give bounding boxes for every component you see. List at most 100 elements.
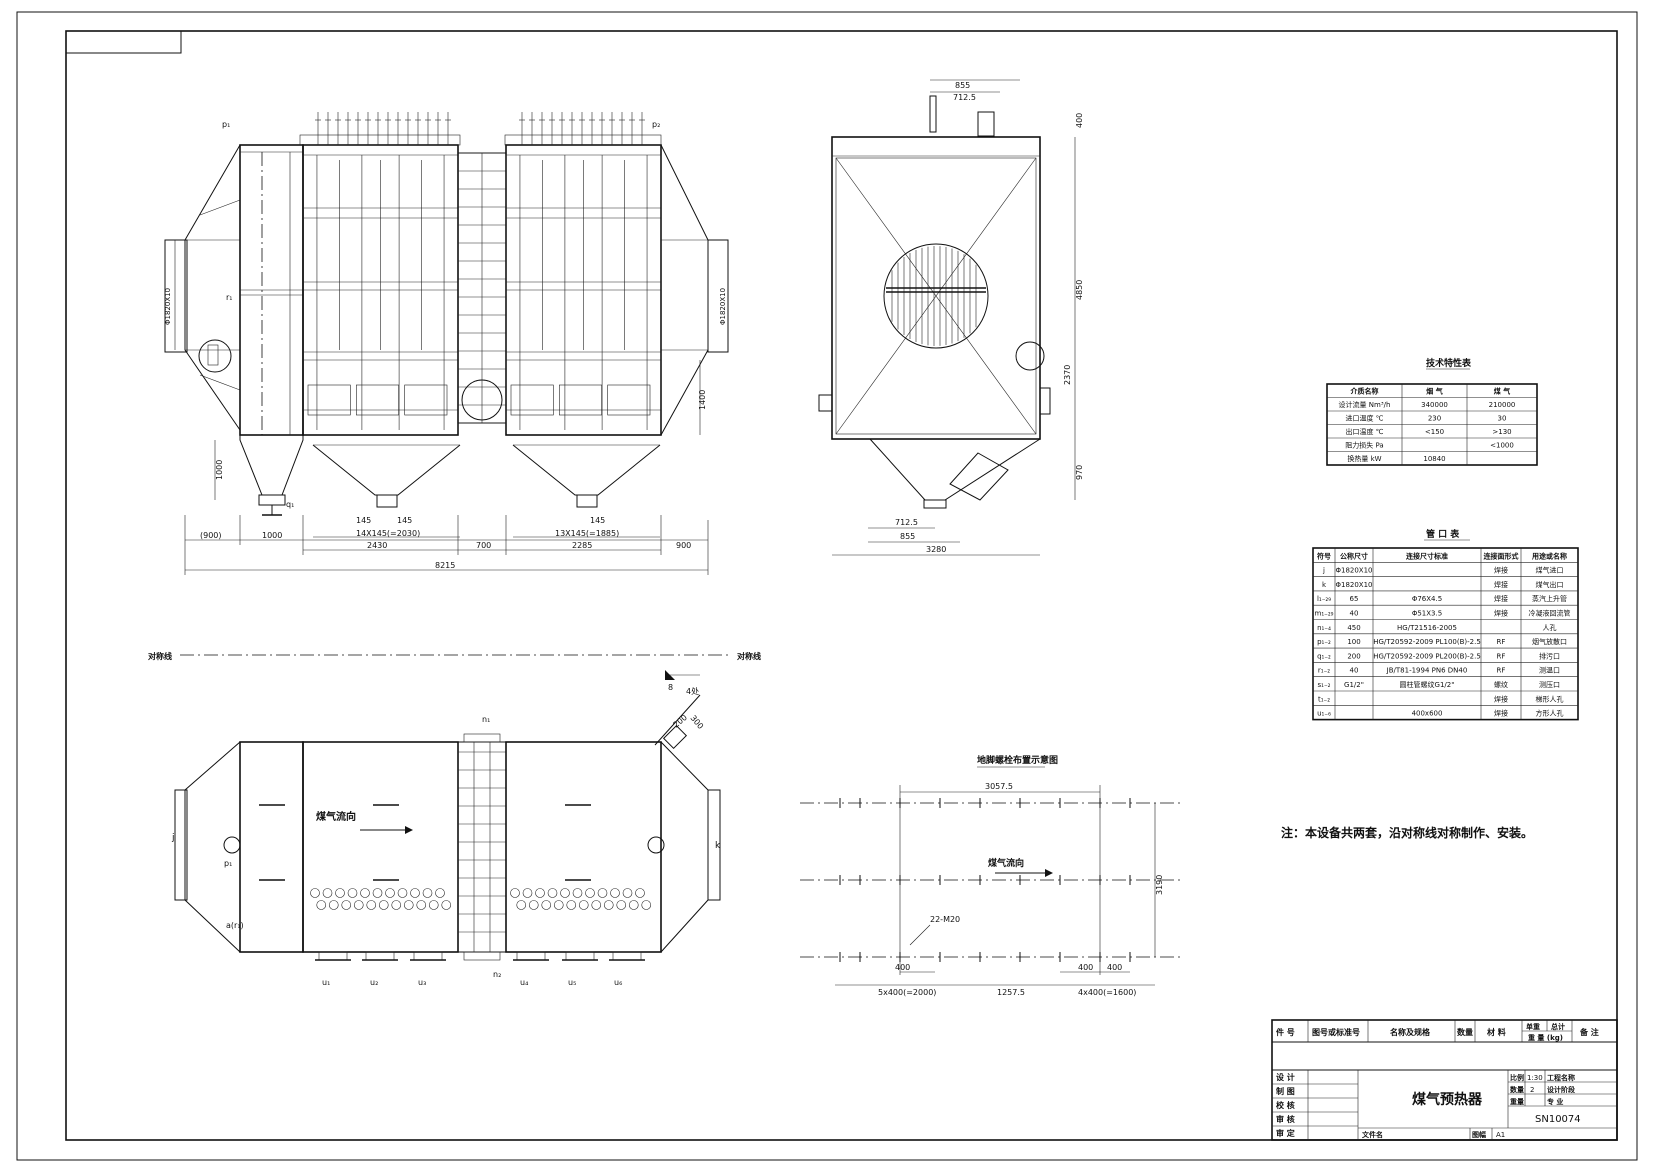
side-dim-855-top: 855 [955, 81, 970, 90]
header-box [307, 384, 351, 416]
nozzle-circle [572, 888, 583, 898]
anchor-400c: 400 [1107, 963, 1122, 972]
nozzle-cell: m₁₋₂₉ [1315, 609, 1334, 617]
nozzle-circle [435, 888, 445, 898]
nozzle-circle [522, 888, 533, 898]
nozzle-title: 管 口 表 [1426, 528, 1460, 540]
nozzle-cell: Φ1820X10 [1335, 567, 1372, 575]
tech-cell: 煤 气 [1494, 387, 1510, 396]
side-dim-400: 400 [1075, 113, 1084, 128]
symline-right: 对称线 [737, 651, 761, 661]
dim-middle: 700 [476, 541, 491, 550]
tb-role-0: 设 计 [1276, 1072, 1295, 1082]
nozzle-circle [366, 900, 377, 910]
nozzle-cell: 测压口 [1539, 681, 1560, 689]
weld-8: 8 [668, 683, 673, 692]
tb-scale-label: 比例 [1510, 1073, 1524, 1082]
right-outlet-flange [707, 239, 729, 353]
nozzle-circle [566, 900, 577, 910]
tb-hdr-3: 数量 [1457, 1027, 1473, 1037]
header-box [559, 384, 602, 416]
nozzle-cell: HG/T20592-2009 PL100(B)-2.5 [1373, 638, 1481, 646]
nozzle-circle [322, 888, 333, 898]
middle-bottom-flange [463, 951, 501, 961]
tech-cell: >130 [1492, 428, 1511, 436]
tb-weight-label: 重量 [1510, 1097, 1524, 1106]
tech-cell: 阻力损失 Pa [1345, 441, 1383, 450]
side-hatch [949, 452, 1009, 501]
nozzle-circle [310, 888, 320, 898]
tb-hdr-8: 备 注 [1579, 1027, 1599, 1037]
nozzle-circle [441, 900, 452, 910]
label-u5: u₅ [568, 978, 576, 987]
label-u6: u₆ [614, 978, 622, 987]
dim-pitch-c: 145 [590, 516, 605, 525]
nozzle-cell: 梯形人孔 [1536, 694, 1564, 703]
nozzle-circle [528, 900, 539, 910]
nozzle-circle [316, 900, 327, 910]
label-u2: u₂ [370, 978, 378, 987]
dim-height-cone: 1000 [215, 460, 224, 480]
inner-border [65, 30, 1618, 1141]
nozzle-circle [597, 888, 608, 898]
tech-cell: <1000 [1490, 442, 1514, 450]
weld-200: 200 [672, 713, 689, 730]
nozzle-circle [547, 888, 558, 898]
nozzle-circle [610, 888, 620, 898]
title-block: 件 号 图号或标准号 名称及规格 数量 材 料 单重 总计 重 量 (kg) 备… [1271, 1019, 1618, 1141]
nozzle-circle [635, 888, 645, 898]
anchor-12575: 1257.5 [997, 988, 1025, 997]
tech-cell: 介质名称 [1350, 387, 1379, 396]
dim-left-dia: Φ1820X10 [164, 288, 172, 325]
nozzle-cell: s₁₋₂ [1318, 681, 1331, 689]
tb-qty: 2 [1530, 1086, 1534, 1094]
nozzle-cell: 450 [1347, 624, 1360, 632]
right-hopper [512, 444, 661, 496]
nozzle-cell: 测温口 [1539, 666, 1560, 675]
left-hood [184, 144, 241, 431]
anchor-2000: 5x400(=2000) [878, 988, 936, 997]
nozzle-circle [341, 900, 352, 910]
nozzle-cell: Φ1820X10 [1335, 581, 1372, 589]
label-j: j [171, 833, 175, 843]
nozzle-cell: 煤气出口 [1536, 580, 1564, 589]
tb-stage-label: 设计阶段 [1547, 1085, 1575, 1094]
label-p2: p₂ [652, 120, 660, 129]
tb-role-3: 审 核 [1276, 1114, 1295, 1124]
side-hopper [869, 438, 1041, 501]
anchor-h: 3190 [1155, 875, 1164, 895]
dim-overall: 8215 [435, 561, 455, 570]
nozzle-circle [560, 888, 570, 898]
nozzle-cell: j [1322, 567, 1325, 575]
tb-hdr-6: 总计 [1551, 1022, 1565, 1031]
nozzle-circle [628, 900, 639, 910]
tb-name: 煤气预热器 [1412, 1091, 1483, 1108]
dim-height-lower: 1400 [698, 390, 707, 410]
dim-right-pitch: 13X145(=1885) [555, 529, 619, 538]
tech-cell: <150 [1425, 428, 1444, 436]
dim-pitch-b: 145 [397, 516, 412, 525]
weld-4: 4处 [686, 686, 699, 696]
nozzle-cell: 连接尺寸标准 [1406, 551, 1448, 560]
nozzle-cell: 冷凝液回流管 [1529, 608, 1571, 617]
nozzle-cell: q₁₋₂ [1317, 652, 1331, 660]
plan-left-hood [184, 741, 241, 953]
nozzle-cell: n₁₋₄ [1317, 624, 1331, 632]
square-manhole [565, 951, 595, 961]
nozzle-cell: 200 [1347, 652, 1360, 660]
side-body [831, 136, 1041, 440]
nozzle-cell: k [1322, 581, 1327, 589]
tb-hdr-4: 材 料 [1487, 1027, 1506, 1037]
nozzle-circle [603, 900, 614, 910]
tech-cell: 进口温度 ℃ [1345, 414, 1383, 423]
nozzle-cell: RF [1497, 667, 1506, 675]
nozzle-circle [403, 900, 414, 910]
square-manhole [413, 951, 443, 961]
label-n1: n₁ [482, 715, 490, 724]
nozzle-circle [535, 888, 545, 898]
nozzle-circle [416, 900, 427, 910]
tb-size: A1 [1496, 1131, 1505, 1139]
side-view: 855 712.5 400 4850 2370 970 712.5 855 32… [818, 79, 1084, 556]
